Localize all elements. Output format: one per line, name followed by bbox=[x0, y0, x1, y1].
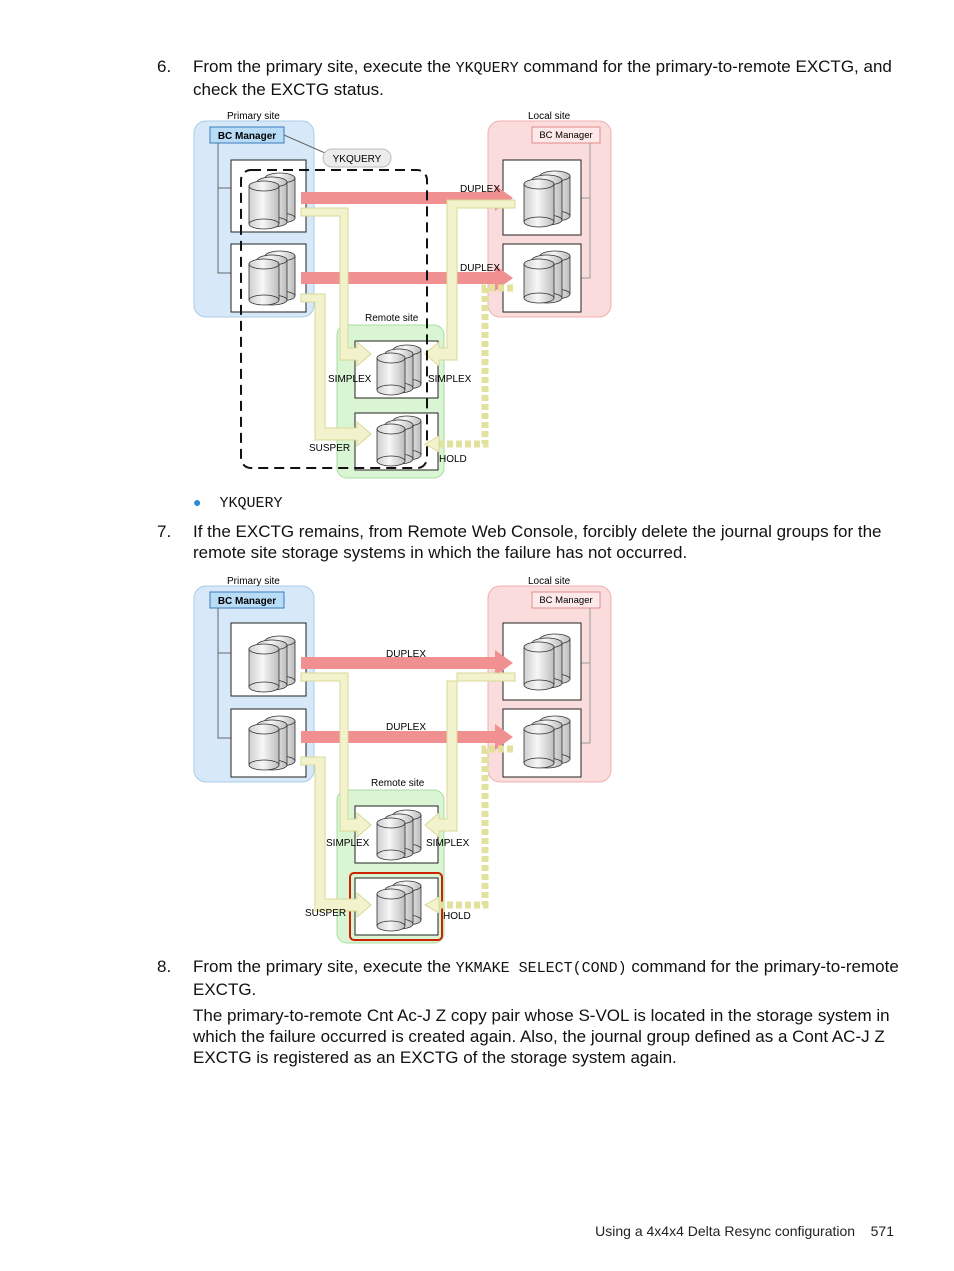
bullet-dot-icon: ● bbox=[193, 494, 202, 510]
bc-manager-primary bbox=[209, 591, 285, 609]
label-hold: HOLD bbox=[443, 911, 471, 922]
bc-manager-primary-label: BC Manager bbox=[218, 596, 276, 607]
label-susper: SUSPER bbox=[309, 443, 350, 454]
label-duplex-bottom: DUPLEX bbox=[460, 263, 500, 274]
step-8-explanation: The primary-to-remote Cnt Ac-J Z copy pa… bbox=[193, 1006, 890, 1067]
duplex-arrows bbox=[301, 185, 513, 291]
copy-arrows bbox=[300, 672, 516, 919]
local-site-label: Local site bbox=[528, 111, 571, 122]
disk-icon bbox=[523, 170, 571, 228]
disk-icon bbox=[376, 415, 422, 467]
bc-manager-local-label: BC Manager bbox=[539, 595, 592, 606]
bc-manager-primary-label: BC Manager bbox=[218, 131, 276, 142]
step-number: 8. bbox=[157, 957, 172, 976]
page-number: 571 bbox=[870, 1223, 894, 1239]
duplex-arrows bbox=[301, 650, 513, 750]
step-text-post: command for the primary-to-remote EXCTG. bbox=[193, 957, 899, 999]
step-text: From the primary site, execute the YKQUE… bbox=[193, 56, 903, 100]
command-ykmake: YKMAKE SELECT(COND) bbox=[455, 960, 627, 977]
figure-1-diagram: Primary site Local site Remote site BC M… bbox=[193, 111, 612, 479]
remote-site-label: Remote site bbox=[365, 313, 419, 324]
bc-manager-local-label: BC Manager bbox=[539, 130, 592, 141]
step-text-post: command for the primary-to-remote EXCTG,… bbox=[193, 57, 892, 99]
step-text-pre: From the primary site, execute the bbox=[193, 957, 456, 976]
disk-icon bbox=[523, 633, 571, 691]
hold-arrow bbox=[439, 745, 513, 909]
primary-site-label: Primary site bbox=[227, 576, 280, 587]
exctg-boundary bbox=[240, 169, 428, 469]
disk-icon bbox=[248, 715, 296, 771]
step-number: 7. bbox=[157, 522, 172, 541]
disk-icon bbox=[248, 250, 296, 306]
figure-2-diagram: Primary site Local site Remote site BC M… bbox=[193, 576, 612, 944]
label-duplex-bottom: DUPLEX bbox=[386, 722, 426, 733]
bullet-item: ● YKQUERY bbox=[193, 494, 282, 512]
ykquery-callout bbox=[322, 148, 392, 168]
disk-icon bbox=[523, 250, 571, 304]
page-footer: Using a 4x4x4 Delta Resync configuration… bbox=[595, 1223, 894, 1239]
disk-icon bbox=[523, 715, 571, 769]
disk-icon bbox=[376, 344, 422, 396]
label-simplex-right: SIMPLEX bbox=[426, 838, 470, 849]
step-number: 6. bbox=[157, 57, 172, 76]
command-ykquery: YKQUERY bbox=[455, 60, 519, 77]
step-text-pre: From the primary site, execute the bbox=[193, 57, 456, 76]
footer-title: Using a 4x4x4 Delta Resync configuration bbox=[595, 1223, 856, 1239]
label-simplex-left: SIMPLEX bbox=[328, 374, 372, 385]
label-simplex-left: SIMPLEX bbox=[326, 838, 370, 849]
bc-manager-local bbox=[531, 126, 601, 144]
primary-site-label: Primary site bbox=[227, 111, 280, 122]
copy-arrows bbox=[300, 199, 516, 448]
disk-icon bbox=[248, 172, 296, 230]
label-simplex-right: SIMPLEX bbox=[428, 374, 472, 385]
bc-manager-local bbox=[531, 591, 601, 609]
remote-site-label: Remote site bbox=[371, 778, 425, 789]
hold-arrow bbox=[439, 284, 513, 448]
step-text: From the primary site, execute the YKMAK… bbox=[193, 956, 903, 1000]
label-duplex-top: DUPLEX bbox=[460, 184, 500, 195]
callout-line bbox=[283, 134, 326, 154]
disk-icon bbox=[248, 635, 296, 693]
step-text: If the EXCTG remains, from Remote Web Co… bbox=[193, 522, 882, 562]
local-site-label: Local site bbox=[528, 576, 571, 587]
disk-icon bbox=[376, 880, 422, 932]
bullet-command: YKQUERY bbox=[219, 495, 283, 512]
disk-icon bbox=[376, 809, 422, 861]
label-duplex-top: DUPLEX bbox=[386, 649, 426, 660]
label-susper: SUSPER bbox=[305, 908, 346, 919]
ykquery-callout-label: YKQUERY bbox=[333, 154, 382, 165]
label-hold: HOLD bbox=[439, 454, 467, 465]
